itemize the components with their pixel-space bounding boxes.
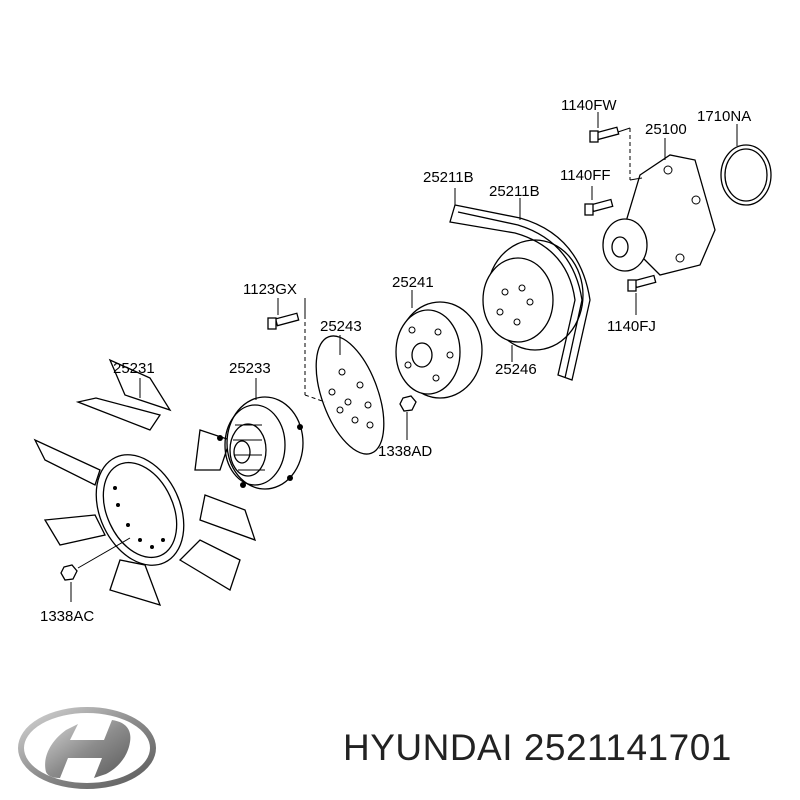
v-belt — [449, 204, 591, 381]
bolt-1123gx — [267, 312, 300, 330]
label-1710na: 1710NA — [697, 108, 751, 125]
brand-name: HYUNDAI — [343, 727, 514, 768]
label-1338ad: 1338AD — [378, 443, 432, 460]
label-25241: 25241 — [392, 274, 434, 291]
label-1123gx: 1123GX — [243, 281, 297, 298]
label-1140fw: 1140FW — [561, 97, 617, 114]
bolt-1140fj — [627, 274, 657, 292]
water-pump-pulley — [482, 239, 584, 351]
part-number: 2521141701 — [523, 727, 732, 768]
fan-ring-holes — [113, 486, 165, 549]
part-labels: 1140FW 25100 1710NA 25211B 25211B 1140FF… — [40, 97, 751, 625]
bolt-1140ff — [584, 198, 614, 216]
hyundai-logo — [18, 707, 156, 789]
label-25231: 25231 — [113, 360, 155, 377]
label-25100: 25100 — [645, 121, 687, 138]
nut-1338ad — [399, 395, 417, 412]
label-25211b-left: 25211B — [423, 169, 474, 186]
label-1140fj: 1140FJ — [607, 318, 656, 335]
label-25246: 25246 — [495, 361, 537, 378]
bolt-1140fw — [589, 126, 620, 143]
label-25243: 25243 — [320, 318, 362, 335]
label-25211b-right: 25211B — [489, 183, 540, 200]
label-25233: 25233 — [229, 360, 271, 377]
nut-1338ac — [60, 564, 78, 581]
spacer-plate — [315, 335, 385, 455]
fan-clutch — [217, 396, 304, 490]
leader-lines — [70, 112, 738, 602]
water-pump — [602, 154, 716, 276]
pump-gasket — [720, 144, 772, 206]
fan-pulley — [395, 301, 483, 399]
part-caption: HYUNDAI 2521141701 — [343, 727, 732, 769]
label-1140ff: 1140FF — [560, 167, 611, 184]
label-1338ac: 1338AC — [40, 608, 94, 625]
clutch-studs — [217, 424, 303, 488]
